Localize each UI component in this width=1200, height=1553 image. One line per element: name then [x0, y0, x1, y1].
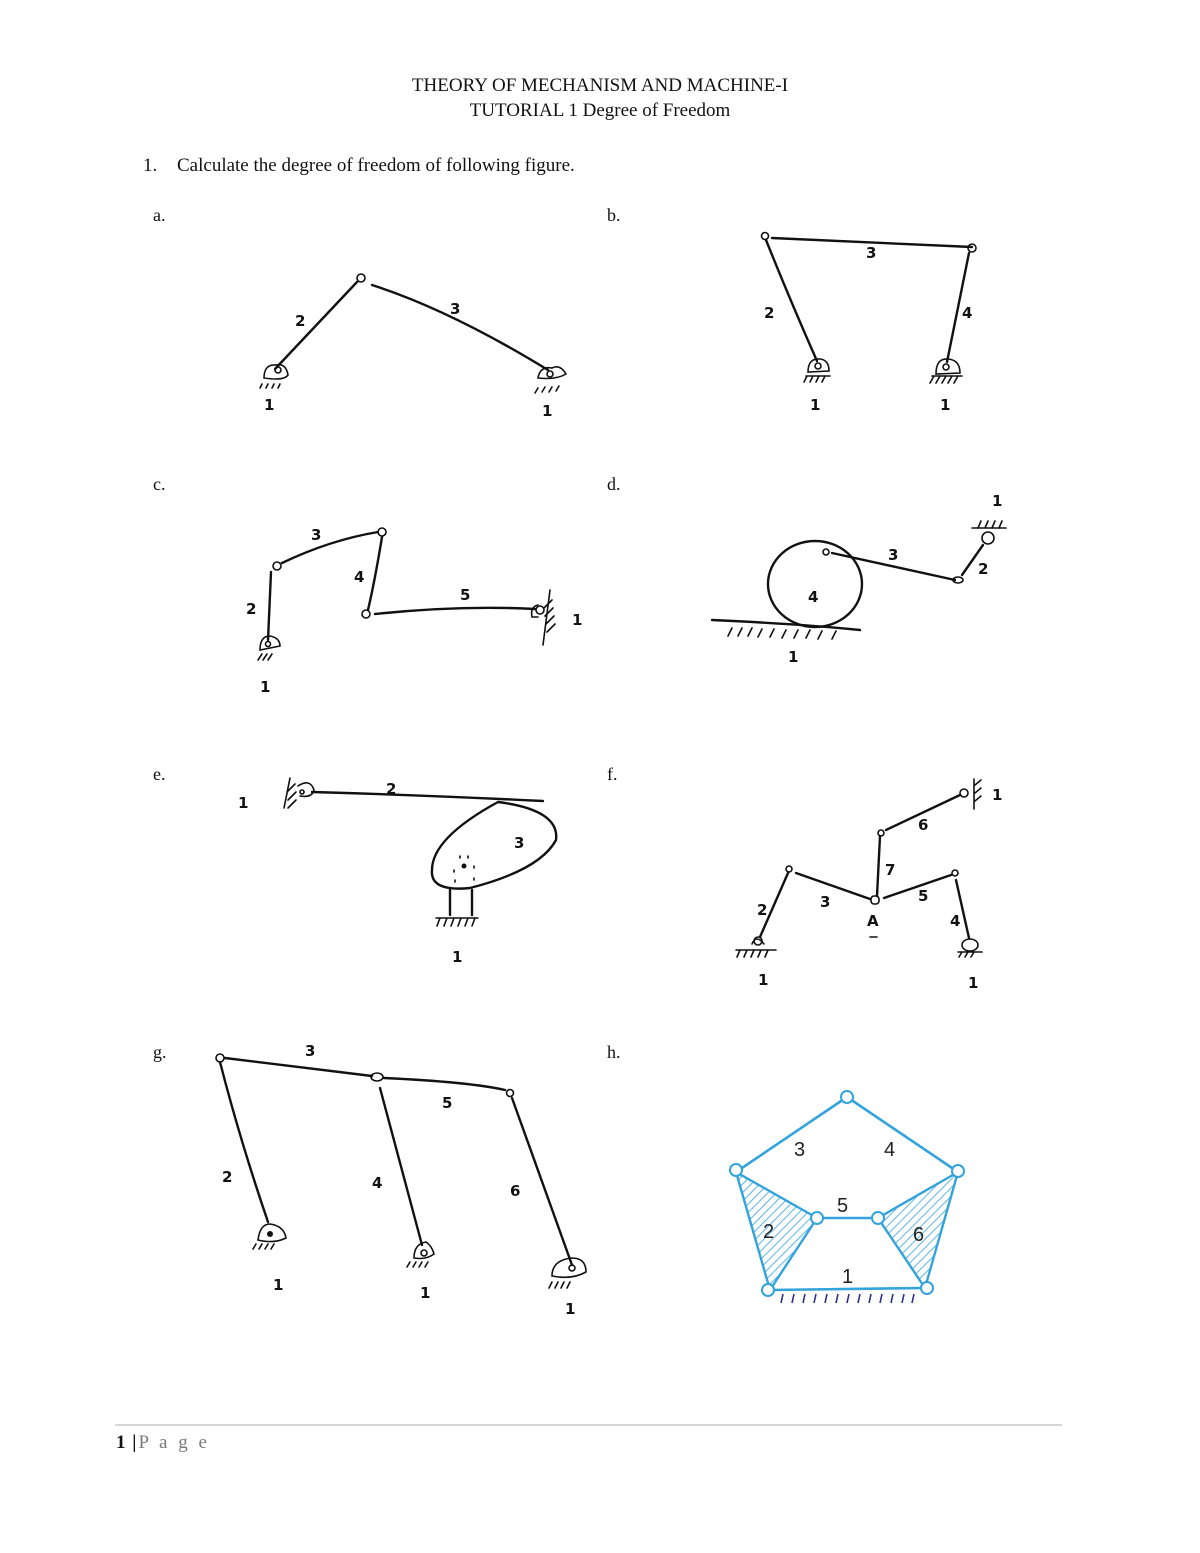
- link-label: 2: [757, 901, 767, 919]
- link-label: 2: [386, 780, 396, 798]
- link-label: 3: [305, 1042, 315, 1060]
- link-label: 1: [273, 1276, 283, 1294]
- link-label: 1: [420, 1284, 430, 1302]
- link-label: 2: [222, 1168, 232, 1186]
- link-label: 1: [565, 1300, 575, 1318]
- link-label: 4: [950, 912, 960, 930]
- figure-label-d: d.: [607, 474, 621, 494]
- figure-label-f: f.: [607, 764, 618, 784]
- link-label: 3: [888, 546, 898, 564]
- figure-c: 3 4 2 5 1 1: [246, 526, 582, 696]
- link-label: 6: [918, 816, 928, 834]
- link-label: 1: [238, 794, 248, 812]
- footer-divider: [115, 1424, 1062, 1426]
- link-label: 4: [354, 568, 364, 586]
- figure-h: 3 4 5 2 6 1: [729, 1090, 965, 1304]
- question-text: Calculate the degree of freedom of follo…: [177, 155, 575, 176]
- link-label: 1: [940, 396, 950, 414]
- link-label: 4: [808, 588, 818, 606]
- link-label: 3: [514, 834, 524, 852]
- link-label: 6: [510, 1182, 520, 1200]
- link-label: 1: [810, 396, 820, 414]
- link-label: 4: [372, 1174, 382, 1192]
- figure-e: 1 2 3 1: [238, 777, 558, 966]
- figure-label-a: a.: [153, 205, 166, 225]
- link-label: 1: [264, 396, 274, 414]
- link-label: 4: [884, 1139, 895, 1161]
- link-label: 1: [452, 948, 462, 966]
- footer-separator: |: [132, 1432, 137, 1453]
- link-label: 6: [913, 1224, 924, 1246]
- figure-label-c: c.: [153, 474, 166, 494]
- link-label: 5: [442, 1094, 452, 1112]
- figure-a: 2 3 1 1: [259, 273, 568, 420]
- link-label: 1: [788, 648, 798, 666]
- link-label: 7: [885, 861, 895, 879]
- document-title: THEORY OF MECHANISM AND MACHINE-I: [411, 75, 789, 96]
- link-label: 5: [460, 586, 470, 604]
- link-label: 3: [820, 893, 830, 911]
- link-label: 3: [450, 300, 460, 318]
- link-label: 1: [260, 678, 270, 696]
- figure-b: 3 2 4 1 1: [760, 231, 977, 414]
- link-label: A: [867, 912, 879, 930]
- figure-f: 1 6 7 2 3 A 5 4 1 1: [735, 778, 1002, 992]
- link-label: 1: [992, 786, 1002, 804]
- page-footer: 1 |P a g e: [116, 1432, 210, 1454]
- figure-g: 3 5 2 4 6 1 1 1: [215, 1042, 587, 1318]
- page-number: 1: [116, 1432, 126, 1453]
- link-label: 1: [842, 1266, 853, 1288]
- link-label: 5: [918, 887, 928, 905]
- link-label: 1: [758, 971, 768, 989]
- page-word: P a g e: [138, 1432, 210, 1453]
- figure-label-b: b.: [607, 205, 621, 225]
- link-label: 2: [978, 560, 988, 578]
- figure-label-h: h.: [607, 1042, 621, 1062]
- link-label: 4: [962, 304, 972, 322]
- link-label: 3: [866, 244, 876, 262]
- figure-label-e: e.: [153, 764, 166, 784]
- link-label: 1: [992, 492, 1002, 510]
- figure-label-g: g.: [153, 1042, 167, 1062]
- document-subtitle: TUTORIAL 1 Degree of Freedom: [469, 100, 731, 121]
- question-1: 1. Calculate the degree of freedom of fol…: [143, 155, 575, 177]
- link-label: 5: [837, 1195, 848, 1217]
- question-number: 1.: [143, 155, 158, 176]
- link-label: 2: [246, 600, 256, 618]
- link-label: 3: [794, 1139, 805, 1161]
- link-label: 2: [295, 312, 305, 330]
- link-label: 1: [572, 611, 582, 629]
- link-label: 2: [763, 1221, 774, 1243]
- link-label: 2: [764, 304, 774, 322]
- link-label: 1: [542, 402, 552, 420]
- figure-d: 1 3 2 4 1: [710, 492, 1007, 666]
- link-label: 3: [311, 526, 321, 544]
- link-label: 1: [968, 974, 978, 992]
